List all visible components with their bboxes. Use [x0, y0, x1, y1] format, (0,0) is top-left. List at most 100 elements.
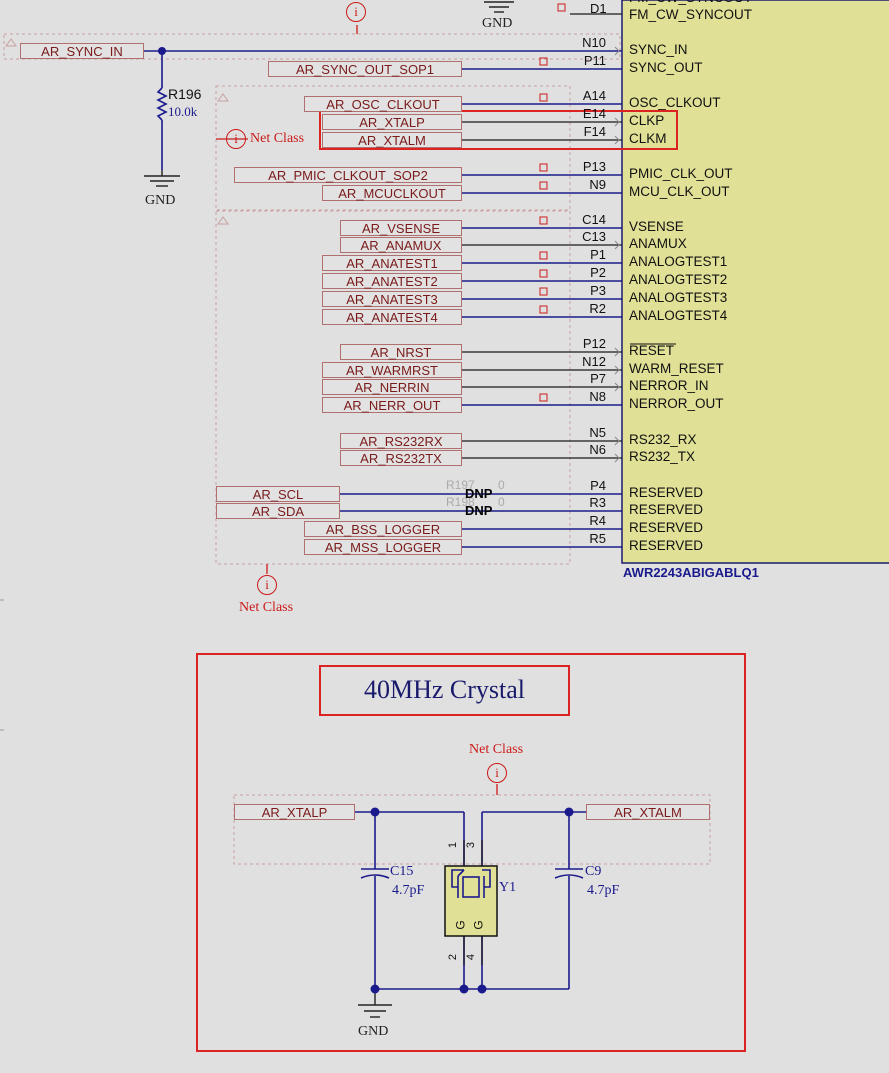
c15-plate-bottom [360, 874, 390, 879]
port-ar-anamux[interactable]: AR_ANAMUX [340, 237, 462, 253]
chip-pin-number: P2 [590, 265, 606, 280]
c9-ref: C9 [585, 864, 602, 879]
pin-arrow [614, 347, 620, 357]
chip-pin-name: RESET [629, 343, 675, 358]
chip-pin-name-fm-cw-syncout: FM_CW_SYNCOUT [629, 7, 753, 22]
chip-pin-number: R5 [589, 531, 606, 546]
net-class-icon-misc[interactable]: i [257, 575, 277, 595]
net-class-icon-clock[interactable]: i [226, 129, 246, 149]
junction-dot [370, 807, 380, 817]
chip-pin-number: N6 [589, 442, 606, 457]
chip-pin-number: A14 [582, 88, 606, 103]
junction-dot [370, 984, 380, 994]
chip-pin-name: PMIC_CLK_OUT [629, 166, 733, 181]
chip-pin-number: P1 [590, 247, 606, 262]
port-ar-xtalp-crystal[interactable]: AR_XTALP [234, 804, 355, 820]
pin-check-marker [539, 393, 548, 402]
port-ar-anatest1[interactable]: AR_ANATEST1 [322, 255, 462, 271]
chip-pin-number: P11 [583, 53, 606, 68]
pin-arrow [614, 117, 620, 127]
port-ar-sync-in[interactable]: AR_SYNC_IN [20, 43, 144, 59]
chip-pin-name: ANALOGTEST3 [629, 290, 728, 305]
chip-pin-num-d1: D1 [590, 1, 607, 16]
chip-pin-number: R4 [589, 513, 606, 528]
y1-pin4-label: 4 [465, 953, 478, 961]
port-ar-xtalm-crystal[interactable]: AR_XTALM [586, 804, 710, 820]
port-ar-xtalm[interactable]: AR_XTALM [322, 132, 462, 148]
port-ar-bss-logger[interactable]: AR_BSS_LOGGER [304, 521, 462, 537]
chip-pin-number: C13 [582, 229, 606, 244]
crystal-title-frame [319, 665, 570, 716]
pin-check-marker [539, 93, 548, 102]
port-ar-nrst[interactable]: AR_NRST [340, 344, 462, 360]
chip-pin-name: NERROR_OUT [629, 396, 724, 411]
chip-pin-name: RS232_RX [629, 432, 697, 447]
chip-pin-name: SYNC_OUT [629, 60, 703, 75]
chip-pin-number: N9 [589, 177, 606, 192]
chip-pin-name: SYNC_IN [629, 42, 688, 57]
y1-gnd-mark-left: G [453, 920, 468, 930]
chip-pin-name: RS232_TX [629, 449, 696, 464]
port-ar-warmrst[interactable]: AR_WARMRST [322, 362, 462, 378]
r197-ref: R197 [446, 478, 475, 492]
y1-crystal-symbol [451, 869, 491, 898]
chip-pin-name: RESERVED [629, 538, 704, 553]
chip-pin-name: CLKP [629, 113, 665, 128]
pin-arrow [614, 382, 620, 392]
port-ar-anatest4[interactable]: AR_ANATEST4 [322, 309, 462, 325]
port-ar-sync-out-sop1[interactable]: AR_SYNC_OUT_SOP1 [268, 61, 462, 77]
pin-arrow [614, 46, 620, 56]
crystal-section-title: 40MHz Crystal [363, 675, 526, 704]
chip-pin-name: NERROR_IN [629, 378, 709, 393]
y1-pin2-label: 2 [447, 953, 460, 961]
pin-check-marker [539, 216, 548, 225]
gnd-symbol-crystal [358, 989, 392, 1018]
y1-gnd-mark-right: G [471, 920, 486, 930]
port-ar-mss-logger[interactable]: AR_MSS_LOGGER [304, 539, 462, 555]
chip-pin-number: R2 [589, 301, 606, 316]
port-ar-anatest3[interactable]: AR_ANATEST3 [322, 291, 462, 307]
port-ar-sda[interactable]: AR_SDA [216, 503, 340, 519]
port-ar-anatest2[interactable]: AR_ANATEST2 [322, 273, 462, 289]
c9-value: 4.7pF [587, 883, 620, 898]
gnd-symbol-top [484, 1, 514, 13]
net-class-box-xtal [233, 794, 711, 865]
r196-symbol[interactable] [156, 87, 168, 121]
r196-ref: R196 [168, 86, 202, 102]
chip-pin-name: OSC_CLKOUT [629, 95, 721, 110]
chip-pin-name: WARM_RESET [629, 361, 724, 376]
pin-check-marker [557, 3, 566, 12]
port-ar-mcuclkout[interactable]: AR_MCUCLKOUT [322, 185, 462, 201]
net-class-icon-xtal[interactable]: i [487, 763, 507, 783]
c15-value: 4.7pF [392, 883, 425, 898]
net-class-icon-top[interactable]: i [346, 2, 366, 22]
port-ar-rs232tx[interactable]: AR_RS232TX [340, 450, 462, 466]
pin-arrow [614, 436, 620, 446]
chip-pin-number: P7 [590, 371, 606, 386]
port-ar-nerr-out[interactable]: AR_NERR_OUT [322, 397, 462, 413]
chip-pin-name: RESERVED [629, 502, 704, 517]
net-class-label-misc: Net Class [239, 600, 294, 615]
junction-dot [564, 807, 574, 817]
net-class-label-clock: Net Class [250, 131, 305, 146]
chip-pin-number: C14 [582, 212, 606, 227]
chip-pin-number: R3 [589, 495, 606, 510]
port-ar-pmic-clkout-sop2[interactable]: AR_PMIC_CLKOUT_SOP2 [234, 167, 462, 183]
chip-pin-number: N5 [589, 425, 606, 440]
port-ar-xtalp[interactable]: AR_XTALP [322, 114, 462, 130]
triangle-mark [217, 216, 229, 225]
junction-dot [459, 984, 469, 994]
pin-check-marker [539, 181, 548, 190]
r198-value: 0 [498, 495, 505, 509]
port-ar-vsense[interactable]: AR_VSENSE [340, 220, 462, 236]
port-ar-rs232rx[interactable]: AR_RS232RX [340, 433, 462, 449]
port-ar-osc-clkout[interactable]: AR_OSC_CLKOUT [304, 96, 462, 112]
chip-pin-name: ANALOGTEST2 [629, 272, 728, 287]
chip-pin-number: P3 [590, 283, 606, 298]
pin-check-marker [539, 57, 548, 66]
port-ar-scl[interactable]: AR_SCL [216, 486, 340, 502]
pin-arrow [614, 240, 620, 250]
pin-check-marker [539, 269, 548, 278]
port-ar-nerrin[interactable]: AR_NERRIN [322, 379, 462, 395]
